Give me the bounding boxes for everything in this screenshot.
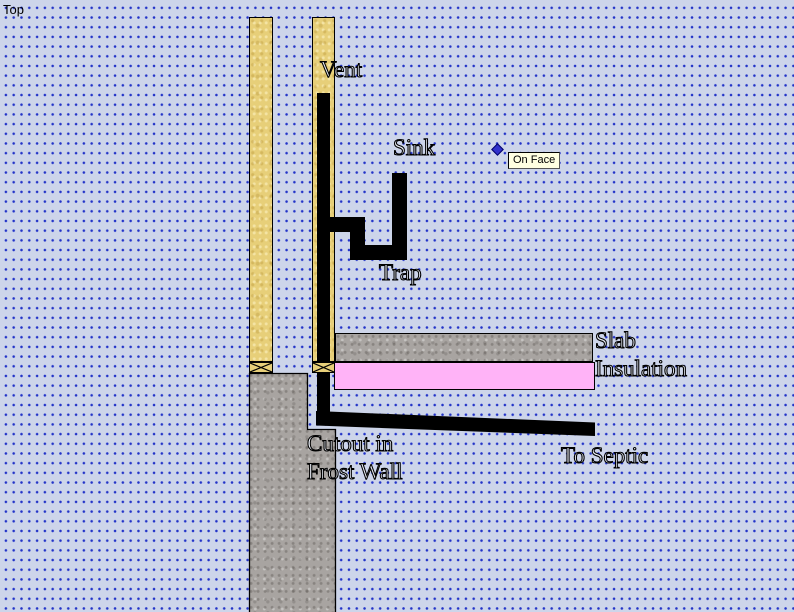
concrete-slab[interactable] [335,333,593,362]
lumber-section-x-icon [250,363,272,372]
lumber-section-x-icon [313,363,334,372]
inference-tooltip: On Face [508,152,561,169]
vent-stack-pipe[interactable] [317,93,330,425]
view-name-label: Top [3,2,24,17]
annotation-cutout-line1: Cutout in [306,430,394,456]
annotation-slab-insulation[interactable]: Slab Insulation [594,327,687,383]
annotation-vent[interactable]: Vent [319,56,363,82]
annotation-trap[interactable]: Trap [378,259,422,285]
slab-insulation-face[interactable] [334,362,595,390]
wall-stud-left[interactable] [249,17,273,362]
septic-drain-pipe[interactable] [316,411,595,436]
sill-plate-right[interactable] [312,362,335,373]
annotation-slab-line1: Slab [594,327,636,353]
annotation-sink[interactable]: Sink [392,134,436,160]
sill-plate-left[interactable] [249,362,273,373]
annotation-cutout-frost-wall[interactable]: Cutout in Frost Wall [306,430,403,486]
sink-drain-pipe[interactable] [392,173,407,260]
annotation-cutout-line2: Frost Wall [306,458,403,484]
annotation-to-septic[interactable]: To Septic [560,442,649,468]
frost-wall-outline [248,372,337,612]
annotation-slab-line2: Insulation [594,355,687,381]
